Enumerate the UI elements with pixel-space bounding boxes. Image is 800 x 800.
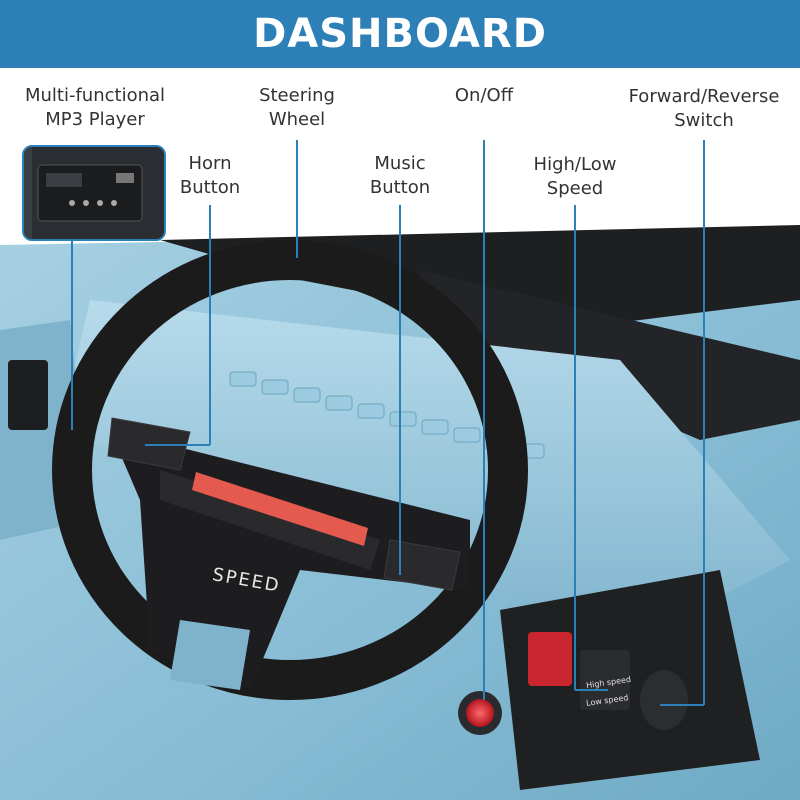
label-high-low-speed: High/Low Speed bbox=[533, 154, 617, 199]
mp3-player-inset bbox=[22, 145, 166, 241]
page-title: DASHBOARD bbox=[253, 11, 547, 57]
title-banner: DASHBOARD bbox=[0, 0, 800, 68]
label-forward-reverse: Forward/Reverse Switch bbox=[628, 86, 780, 131]
label-mp3-player: Multi-functional MP3 Player bbox=[24, 85, 166, 130]
label-horn-button: Horn Button bbox=[179, 153, 241, 198]
label-music-button: Music Button bbox=[369, 153, 431, 198]
label-on-off: On/Off bbox=[454, 85, 514, 106]
mp3-player-image bbox=[24, 147, 164, 239]
label-steering-wheel: Steering Wheel bbox=[259, 85, 335, 130]
